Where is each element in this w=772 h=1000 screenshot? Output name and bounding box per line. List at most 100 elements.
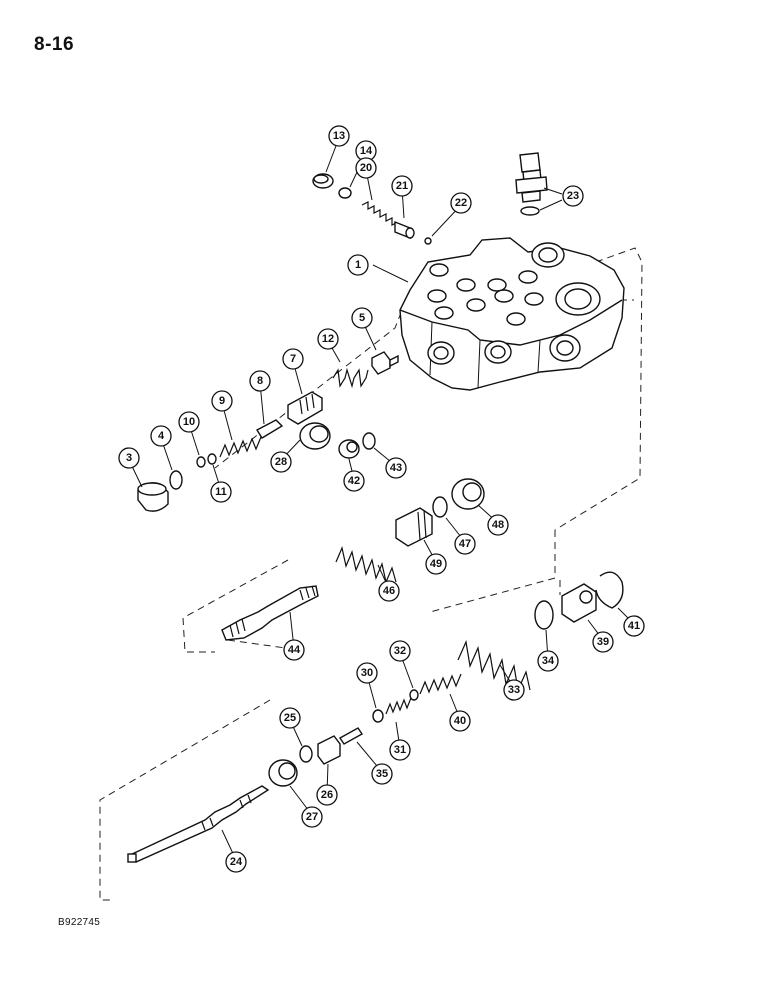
callout-40: 40 — [449, 710, 471, 732]
svg-text:44: 44 — [288, 644, 301, 656]
seal-retainer-27 — [268, 759, 298, 787]
svg-text:5: 5 — [359, 312, 365, 324]
svg-text:26: 26 — [321, 789, 333, 801]
svg-text:14: 14 — [360, 145, 373, 157]
callout-49: 49 — [425, 553, 447, 575]
callout-12: 12 — [317, 328, 339, 350]
callout-5: 5 — [351, 307, 373, 329]
callout-11: 11 — [210, 481, 232, 503]
ring-11 — [207, 453, 217, 465]
cap-13 — [312, 173, 334, 189]
spool-44 — [221, 585, 319, 641]
spring-31 — [385, 697, 412, 715]
washer-32 — [409, 689, 419, 701]
svg-text:32: 32 — [394, 645, 406, 657]
page-number: 8-16 — [34, 34, 75, 55]
callout-13: 13 — [328, 125, 350, 147]
o-ring-14 — [338, 187, 352, 199]
svg-text:25: 25 — [284, 712, 296, 724]
svg-text:30: 30 — [361, 667, 373, 679]
callout-31: 31 — [389, 739, 411, 761]
callout-10: 10 — [178, 411, 200, 433]
svg-text:39: 39 — [597, 636, 609, 648]
callout-8: 8 — [249, 370, 271, 392]
callout-27: 27 — [301, 806, 323, 828]
spring-40 — [419, 673, 462, 695]
svg-text:31: 31 — [394, 744, 406, 756]
callout-7: 7 — [282, 348, 304, 370]
spool-24 — [127, 785, 270, 863]
callout-48: 48 — [487, 514, 509, 536]
plug-42 — [338, 439, 360, 459]
callout-1: 1 — [347, 254, 369, 276]
plug-3 — [137, 482, 169, 512]
svg-text:49: 49 — [430, 558, 442, 570]
sleeve-26 — [317, 735, 341, 765]
spring-9 — [219, 436, 262, 458]
svg-text:35: 35 — [376, 768, 388, 780]
svg-text:20: 20 — [360, 162, 372, 174]
svg-text:1: 1 — [355, 259, 361, 271]
svg-text:8: 8 — [257, 375, 263, 387]
ball-22 — [424, 237, 432, 245]
svg-text:21: 21 — [396, 180, 408, 192]
callout-26: 26 — [316, 784, 338, 806]
o-ring-43 — [362, 432, 376, 450]
callout-41: 41 — [623, 615, 645, 637]
callout-4: 4 — [150, 425, 172, 447]
callout-32: 32 — [389, 640, 411, 662]
callout-33: 33 — [503, 679, 525, 701]
callout-22: 22 — [450, 192, 472, 214]
callout-28: 28 — [270, 451, 292, 473]
o-ring-47 — [432, 496, 448, 518]
callout-20: 20 — [355, 157, 377, 179]
valve-body — [399, 237, 625, 391]
callout-21: 21 — [391, 175, 413, 197]
svg-text:3: 3 — [126, 452, 132, 464]
svg-text:9: 9 — [219, 395, 225, 407]
o-ring-34 — [534, 600, 554, 630]
svg-text:11: 11 — [215, 486, 227, 498]
o-ring-4 — [169, 470, 183, 490]
detent-poppet-35 — [338, 727, 364, 745]
cap-49 — [395, 507, 433, 547]
svg-text:28: 28 — [275, 456, 287, 468]
svg-text:7: 7 — [290, 353, 296, 365]
poppet-5 — [371, 351, 399, 375]
svg-text:41: 41 — [628, 620, 640, 632]
callout-35: 35 — [371, 763, 393, 785]
svg-text:48: 48 — [492, 519, 504, 531]
svg-text:34: 34 — [542, 655, 555, 667]
callout-9: 9 — [211, 390, 233, 412]
check-poppet-8 — [256, 419, 284, 439]
spring-46 — [335, 546, 397, 584]
callout-23: 23 — [562, 185, 584, 207]
valve-seat-7 — [287, 391, 323, 425]
callout-47: 47 — [454, 533, 476, 555]
callout-25: 25 — [279, 707, 301, 729]
svg-text:46: 46 — [383, 585, 395, 597]
ring-25 — [299, 745, 313, 763]
callout-39: 39 — [592, 631, 614, 653]
callout-43: 43 — [385, 457, 407, 479]
callout-3: 3 — [118, 447, 140, 469]
svg-text:47: 47 — [459, 538, 471, 550]
spring-12 — [332, 367, 369, 389]
svg-text:12: 12 — [322, 333, 334, 345]
svg-text:33: 33 — [508, 684, 520, 696]
seal-28 — [299, 422, 331, 450]
callout-44: 44 — [283, 639, 305, 661]
callout-42: 42 — [343, 470, 365, 492]
end-cap-39 — [561, 583, 597, 623]
svg-text:42: 42 — [348, 475, 360, 487]
svg-text:22: 22 — [455, 197, 467, 209]
svg-text:40: 40 — [454, 715, 466, 727]
plug-21 — [394, 220, 415, 240]
callout-14: 14 — [355, 140, 377, 162]
callout-46: 46 — [378, 580, 400, 602]
svg-text:13: 13 — [333, 130, 345, 142]
spring-20 — [361, 201, 397, 226]
sender-switch-23 — [515, 152, 548, 216]
washer-10 — [196, 456, 206, 468]
